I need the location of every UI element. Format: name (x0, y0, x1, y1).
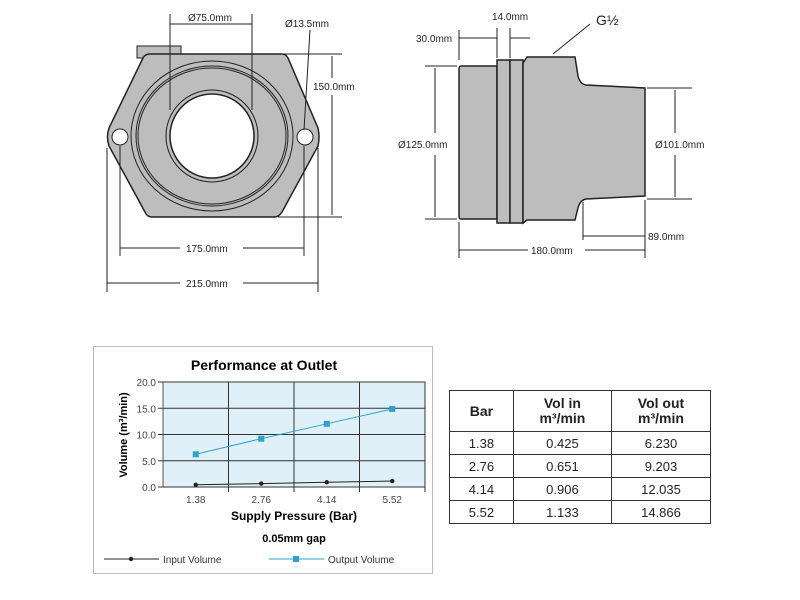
y-tick-label: 0.0 (142, 483, 156, 494)
table-cell: 9.203 (610, 454, 712, 478)
front-view: Ø75.0mm Ø13.5mm 150.0mm 175.0mm 215.0mm (106, 13, 355, 292)
x-tick-label: 1.38 (186, 495, 206, 506)
y-tick-label: 5.0 (142, 457, 156, 468)
legend-marker (128, 556, 134, 562)
data-point (259, 481, 264, 486)
dim-outlet-dia: Ø101.0mm (655, 140, 704, 151)
dim-bore: Ø75.0mm (188, 13, 232, 24)
table-cell: 1.133 (512, 500, 612, 524)
x-tick-label: 5.52 (383, 495, 403, 506)
table-cell: 2.76 (449, 454, 514, 478)
data-point (193, 482, 198, 487)
side-view: 30.0mm 14.0mm G½ Ø125.0mm Ø101.0mm 89.0m… (398, 12, 704, 258)
y-axis-label: Volume (m³/min) (118, 392, 130, 478)
y-tick-label: 20.0 (137, 378, 157, 389)
dim-hole-spacing: 175.0mm (186, 244, 228, 255)
dim-hole: Ø13.5mm (285, 19, 329, 30)
mount-hole-right (296, 128, 314, 146)
table-cell: 12.035 (610, 477, 712, 501)
dim-thread: G½ (596, 12, 619, 28)
dim-overall-width: 215.0mm (186, 279, 228, 290)
dim-flange-width: 14.0mm (492, 12, 528, 23)
y-tick-label: 15.0 (137, 404, 157, 415)
table-cell: 5.52 (449, 500, 514, 524)
legend-label: Input Volume (163, 555, 222, 566)
data-point (258, 435, 265, 442)
data-point (192, 451, 199, 458)
data-point (390, 478, 395, 484)
table-cell: 1.38 (449, 431, 514, 455)
data-point (389, 405, 396, 412)
table-header-cell: Bar (449, 390, 514, 432)
dim-inlet-dia: Ø125.0mm (398, 140, 447, 151)
legend-label: Output Volume (328, 555, 395, 566)
series-line-0 (195, 480, 393, 486)
chart-title: Performance at Outlet (191, 357, 338, 373)
table-cell: 0.651 (512, 454, 612, 478)
x-axis-label: Supply Pressure (Bar) (231, 509, 357, 523)
bore-hole (169, 93, 255, 179)
dim-flange-offset: 30.0mm (416, 34, 452, 45)
data-point (323, 420, 330, 427)
technical-drawing: Ø75.0mm Ø13.5mm 150.0mm 175.0mm 215.0mm … (106, 12, 704, 292)
x-tick-label: 4.14 (317, 495, 337, 506)
table-cell: 14.866 (610, 500, 712, 524)
dim-outlet-length: 89.0mm (648, 232, 684, 243)
table-cell: 6.230 (610, 431, 712, 455)
legend-marker (293, 556, 299, 562)
dim-overall-length: 180.0mm (531, 246, 573, 257)
series-line-1 (195, 408, 393, 455)
table-cell: 0.425 (512, 431, 612, 455)
chart-svg: Performance at Outlet 0.0 5.0 10.0 15.0 20.0… (104, 357, 426, 566)
x-tick-label: 2.76 (252, 495, 272, 506)
data-point (324, 480, 329, 485)
dim-height: 150.0mm (313, 82, 355, 93)
chart-subtitle: 0.05mm gap (262, 533, 326, 545)
performance-chart: Performance at Outlet 0.0 5.0 10.0 15.0 20.0… (93, 346, 433, 574)
table-cell: 0.906 (512, 477, 612, 501)
y-tick-label: 10.0 (137, 431, 157, 442)
mount-hole-left (111, 128, 129, 146)
table-cell: 4.14 (449, 477, 514, 501)
